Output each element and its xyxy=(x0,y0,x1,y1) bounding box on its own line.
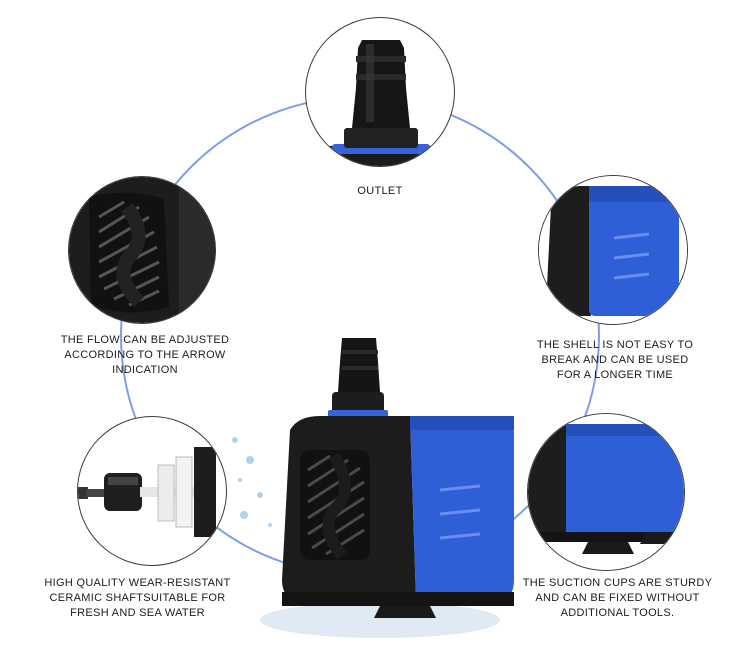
suction-cup-icon xyxy=(528,414,684,570)
shell-detail-image xyxy=(538,175,688,325)
suction-caption-line-1: THE SUCTION CUPS ARE STURDY xyxy=(522,577,713,589)
outlet-detail-image xyxy=(305,17,455,167)
suction-caption: THE SUCTION CUPS ARE STURDY AND CAN BE F… xyxy=(510,576,725,621)
ceramic-caption-line-2: CERAMIC SHAFTSUITABLE FOR xyxy=(49,592,226,604)
flow-grille-icon xyxy=(69,177,215,323)
ceramic-shaft-icon xyxy=(78,447,216,537)
pump-product-image xyxy=(230,330,530,660)
suction-caption-line-3: ADDITIONAL TOOLS. xyxy=(560,607,675,619)
blue-shell-icon xyxy=(539,176,687,324)
flow-detail-image xyxy=(68,176,216,324)
ceramic-detail-image xyxy=(77,416,227,566)
submersible-pump-icon xyxy=(232,338,514,638)
flow-caption: THE FLOW CAN BE ADJUSTED ACCORDING TO TH… xyxy=(40,333,250,378)
flow-caption-line-1: THE FLOW CAN BE ADJUSTED xyxy=(60,334,230,346)
outlet-nozzle-icon xyxy=(326,40,436,166)
outlet-caption: OUTLET xyxy=(357,185,403,197)
ceramic-caption-line-3: FRESH AND SEA WATER xyxy=(70,607,205,619)
shell-caption: THE SHELL IS NOT EASY TO BREAK AND CAN B… xyxy=(520,338,710,383)
shell-caption-line-1: THE SHELL IS NOT EASY TO xyxy=(536,339,694,351)
ceramic-caption-line-1: HIGH QUALITY WEAR-RESISTANT xyxy=(44,577,231,589)
flow-caption-line-2: ACCORDING TO THE ARROW xyxy=(64,349,226,361)
shell-caption-line-2: BREAK AND CAN BE USED xyxy=(541,354,689,366)
flow-caption-line-3: INDICATION xyxy=(112,364,178,376)
suction-detail-image xyxy=(527,413,685,571)
ceramic-caption: HIGH QUALITY WEAR-RESISTANT CERAMIC SHAF… xyxy=(30,576,245,621)
suction-caption-line-2: AND CAN BE FIXED WITHOUT xyxy=(535,592,700,604)
shell-caption-line-3: FOR A LONGER TIME xyxy=(556,369,674,381)
